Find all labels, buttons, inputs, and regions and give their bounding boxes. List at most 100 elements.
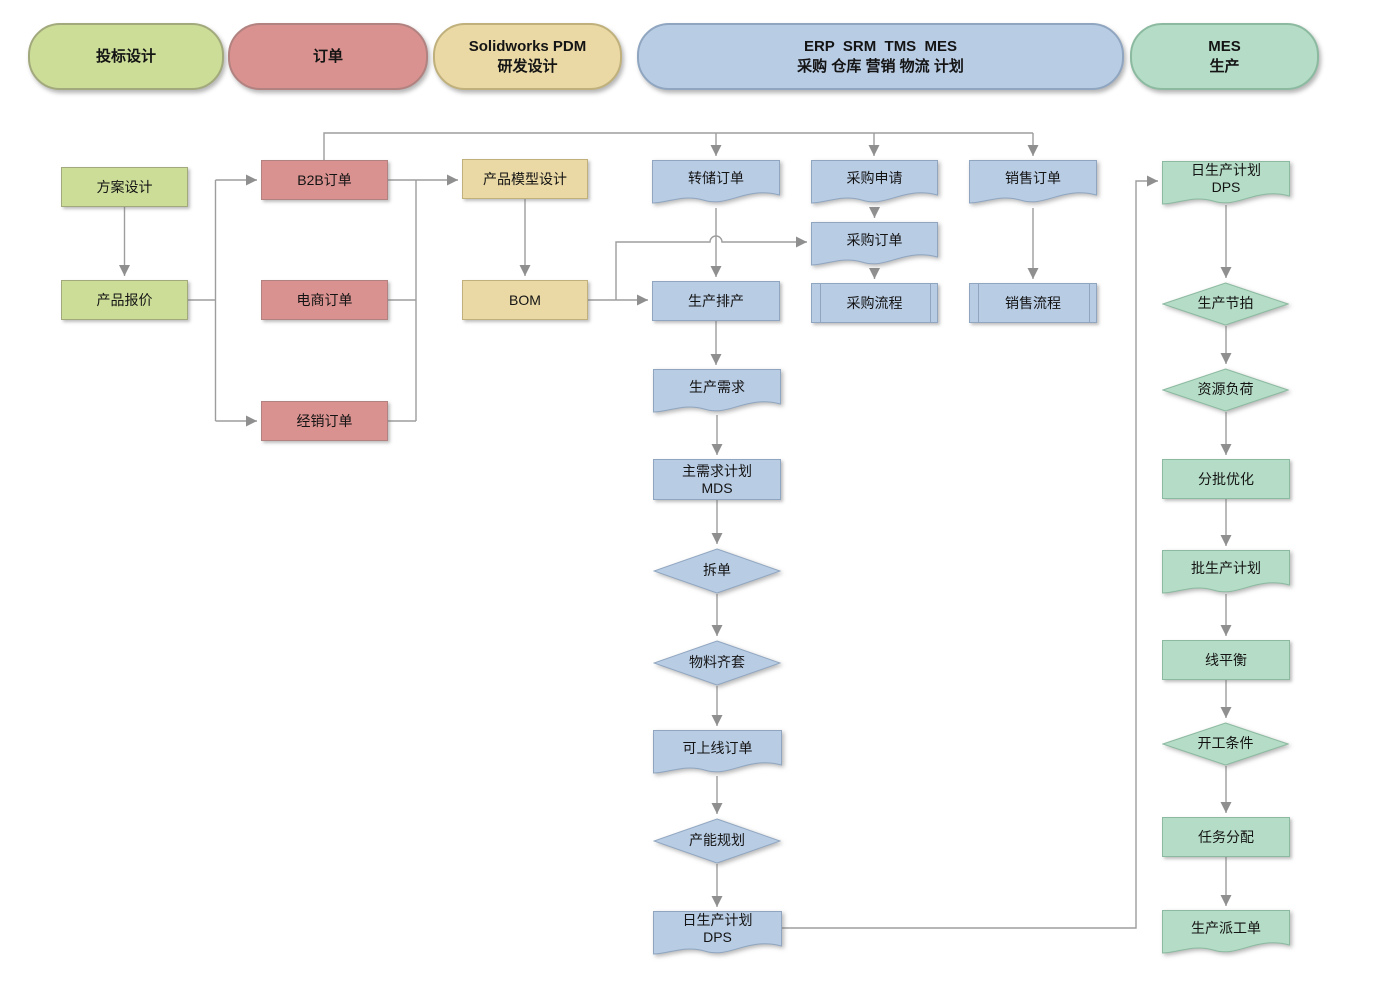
node-label: 日生产计划 xyxy=(1191,162,1261,178)
node-label: 转储订单 xyxy=(688,169,744,186)
shape-outline xyxy=(261,160,388,200)
shape-outline xyxy=(1162,640,1290,680)
node-split-order: 拆单 xyxy=(653,548,781,594)
node-purchase-order: 采购订单 xyxy=(811,222,938,272)
node-online-ready-order: 可上线订单 xyxy=(653,730,782,780)
node-product-model-design: 产品模型设计 xyxy=(462,159,588,199)
node-start-condition: 开工条件 xyxy=(1162,722,1289,766)
shape-outline xyxy=(653,911,782,955)
node-transfer-order: 转储订单 xyxy=(652,160,780,210)
lane-pill-mes-production: MES 生产 xyxy=(1130,23,1319,90)
shape-outline xyxy=(1162,550,1290,594)
node-label: 物料齐套 xyxy=(689,653,745,670)
shape-outline xyxy=(1162,817,1290,857)
predefined-process-bar xyxy=(820,284,821,322)
node-purchase-request: 采购申请 xyxy=(811,160,938,210)
node-sublabel: DPS xyxy=(1211,179,1241,195)
shape-outline xyxy=(653,730,782,774)
node-label: 线平衡 xyxy=(1205,651,1247,668)
node-label: 日生产计划 xyxy=(682,912,753,928)
predefined-process-bar xyxy=(978,284,979,322)
predefined-process-bar xyxy=(1089,284,1090,322)
node-batch-production-plan: 批生产计划 xyxy=(1162,550,1290,600)
node-label: 销售流程 xyxy=(1005,294,1061,311)
node-capacity-planning: 产能规划 xyxy=(653,818,781,864)
shape-outline xyxy=(462,280,588,320)
node-sales-order: 销售订单 xyxy=(969,160,1097,210)
shape-outline xyxy=(1162,459,1290,499)
lane-pill-bid-design: 投标设计 xyxy=(28,23,224,90)
lane-pill-label: 投标设计 xyxy=(95,47,156,65)
lane-pill-label: 生产 xyxy=(1209,57,1240,75)
shape-outline xyxy=(969,283,1097,323)
shape-outline xyxy=(811,160,938,204)
node-sublabel: MDS xyxy=(701,479,733,496)
lane-pill-label: ERP SRM TMS MES xyxy=(803,37,958,55)
node-resource-load: 资源负荷 xyxy=(1162,368,1289,412)
shape-outline xyxy=(1162,161,1290,205)
shape-outline xyxy=(61,167,188,207)
connector xyxy=(615,235,807,300)
shape-outline xyxy=(1162,282,1289,326)
node-label: 任务分配 xyxy=(1198,828,1254,845)
shape-outline xyxy=(61,280,188,320)
lane-pill-label: MES xyxy=(1208,37,1241,55)
node-plan-design: 方案设计 xyxy=(61,167,188,207)
shape-outline xyxy=(653,640,781,686)
lane-pill-orders: 订单 xyxy=(228,23,428,90)
shape-outline xyxy=(1162,722,1289,766)
node-label: 产品报价 xyxy=(96,291,153,308)
node-label: 采购订单 xyxy=(846,231,903,248)
node-product-quote: 产品报价 xyxy=(61,280,188,320)
predefined-process-bar xyxy=(930,284,931,322)
node-label: 分批优化 xyxy=(1198,470,1254,487)
shape-outline xyxy=(462,159,588,199)
shape-outline xyxy=(653,548,781,594)
node-label: BOM xyxy=(509,291,541,308)
lane-pill-erp-srm-tms-mes: ERP SRM TMS MES 采购 仓库 营销 物流 计划 xyxy=(637,23,1124,90)
node-label: 生产派工单 xyxy=(1191,919,1261,936)
node-label: 采购流程 xyxy=(846,294,903,311)
node-label: 生产需求 xyxy=(689,378,745,395)
node-material-ready: 物料齐套 xyxy=(653,640,781,686)
node-label: 资源负荷 xyxy=(1197,380,1254,397)
node-label: 可上线订单 xyxy=(682,739,753,756)
node-label: B2B订单 xyxy=(297,171,352,188)
shape-outline xyxy=(653,818,781,864)
node-line-balance: 线平衡 xyxy=(1162,640,1290,680)
node-distribution-order: 经销订单 xyxy=(261,401,388,441)
shape-outline xyxy=(261,280,388,320)
node-sales-process: 销售流程 xyxy=(969,283,1097,323)
shape-outline xyxy=(1162,368,1289,412)
lane-pill-label: 研发设计 xyxy=(497,57,558,75)
node-label: 批生产计划 xyxy=(1191,559,1261,576)
shape-outline xyxy=(969,160,1097,204)
connector xyxy=(782,175,1158,929)
node-label: 采购申请 xyxy=(846,169,903,186)
node-sublabel: DPS xyxy=(703,929,732,945)
node-label: 经销订单 xyxy=(296,412,353,429)
node-bom: BOM xyxy=(462,280,588,320)
node-work-dispatch-order: 生产派工单 xyxy=(1162,910,1290,960)
shape-outline xyxy=(652,281,780,321)
shape-outline xyxy=(653,459,781,500)
node-purchase-process: 采购流程 xyxy=(811,283,938,323)
node-label: 拆单 xyxy=(703,561,731,578)
node-task-assignment: 任务分配 xyxy=(1162,817,1290,857)
node-label: 电商订单 xyxy=(296,291,353,308)
shape-outline xyxy=(1162,910,1290,954)
node-takt-time: 生产节拍 xyxy=(1162,282,1289,326)
node-label: 产品模型设计 xyxy=(483,170,567,187)
connector xyxy=(323,132,1033,160)
node-production-demand: 生产需求 xyxy=(653,369,781,419)
shape-outline xyxy=(811,283,938,323)
node-label: 产能规划 xyxy=(689,831,745,848)
lane-pill-label: 采购 仓库 营销 物流 计划 xyxy=(797,57,964,75)
lane-pill-label: 订单 xyxy=(312,47,343,65)
node-batch-optimization: 分批优化 xyxy=(1162,459,1290,499)
